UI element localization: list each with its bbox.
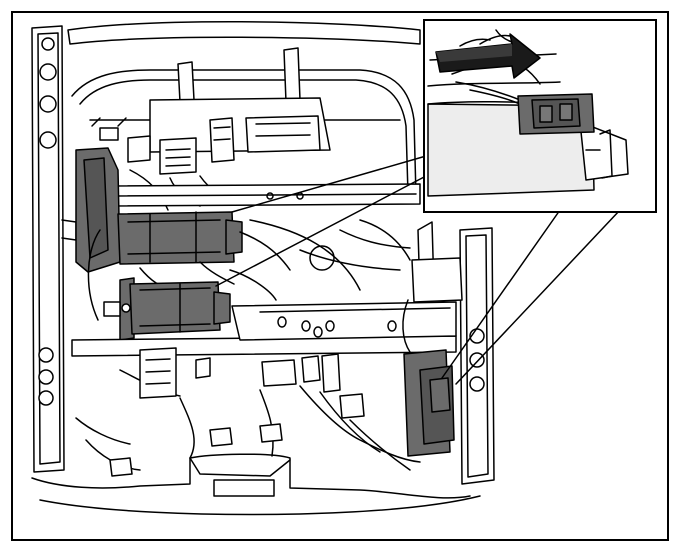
upper-mechanism — [99, 47, 331, 211]
upper-cross-beam — [109, 183, 421, 207]
left-side-rail — [31, 25, 77, 473]
upper-motor-highlight — [75, 147, 243, 273]
leader-lines — [215, 155, 621, 385]
middle-wiring — [87, 219, 411, 321]
right-side-rail — [459, 227, 495, 485]
lower-seat-frame — [31, 347, 481, 516]
detail-inset — [423, 19, 657, 213]
right-side-module — [402, 221, 463, 457]
lower-motor-highlight — [103, 277, 231, 341]
